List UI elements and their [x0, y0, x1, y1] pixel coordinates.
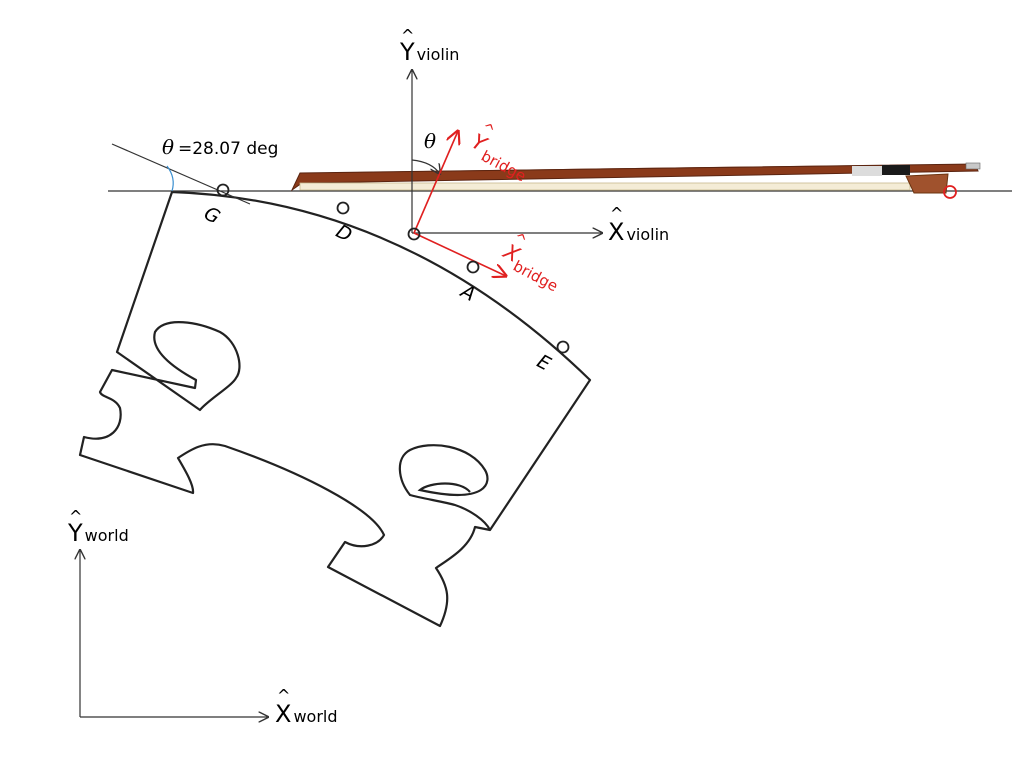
- bow-screw: [965, 162, 981, 170]
- y-bridge-axis: [413, 131, 458, 234]
- theta-symbol: θ: [162, 135, 174, 159]
- bridge-heart-cutout: [398, 444, 491, 531]
- bow-pivot-marker: [943, 185, 957, 199]
- angle-value-label: =28.07 deg: [178, 139, 278, 159]
- svg-text:bridge: bridge: [510, 257, 561, 295]
- string-point-g-marker: [216, 183, 230, 197]
- y-world-hat-icon: ^: [69, 507, 82, 526]
- bridge-origin-marker: [407, 227, 421, 241]
- string-point-e-label: E: [533, 350, 554, 375]
- x-bridge-label: X ^ bridge: [499, 229, 561, 296]
- bow: [290, 162, 981, 199]
- string-point-d-marker: [336, 201, 350, 215]
- x-bridge-axis: [413, 232, 506, 276]
- theta-rotation-symbol: θ: [424, 129, 436, 153]
- bow-grip: [882, 165, 910, 175]
- bow-stick: [290, 163, 979, 192]
- string-point-a-marker: [466, 260, 480, 274]
- bow-winding: [852, 166, 882, 176]
- bridge-outline: [78, 190, 592, 628]
- x-world-hat-icon: ^: [277, 686, 290, 705]
- string-point-d-label: D: [332, 220, 355, 246]
- x-violin-hat-icon: ^: [610, 204, 623, 223]
- string-point-g-label: G: [200, 202, 223, 228]
- string-point-e-marker: [556, 340, 570, 354]
- y-violin-hat-icon: ^: [401, 26, 414, 45]
- bow-frog: [905, 173, 949, 194]
- angle-arc-icon: [166, 165, 174, 192]
- string-point-a-label: A: [456, 279, 480, 305]
- theta-rotation-arc-icon: [411, 159, 440, 174]
- bow-hair: [299, 182, 911, 191]
